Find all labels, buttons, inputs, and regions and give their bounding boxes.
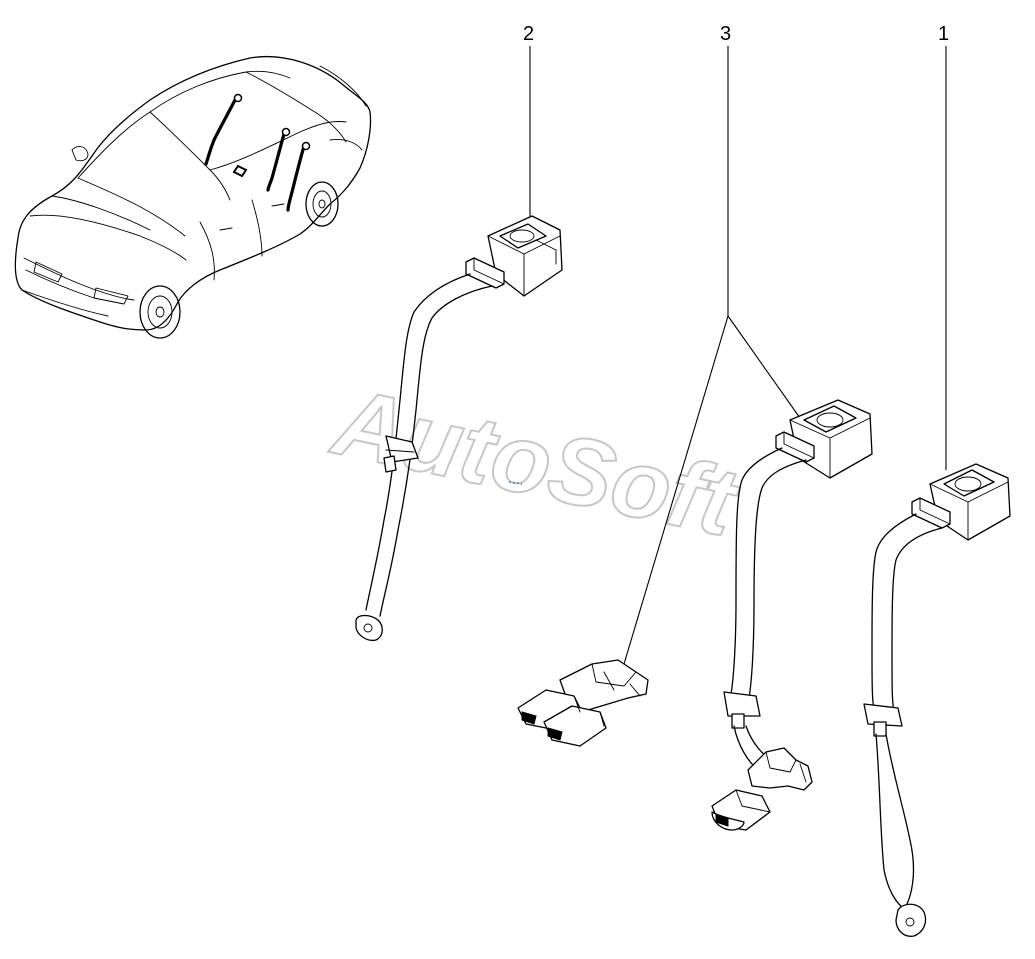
callout-label-1: 1 xyxy=(938,23,949,45)
callout-2: 2 xyxy=(523,23,534,222)
seat-belt-retractor-icon xyxy=(465,215,563,297)
callout-3: 3 xyxy=(623,23,801,665)
seat-belt-retractor-icon xyxy=(775,399,873,479)
seat-belt-part-2 xyxy=(355,215,563,642)
callout-label-3: 3 xyxy=(720,23,731,45)
seat-belt-part-3 xyxy=(711,399,873,831)
seat-belt-buckle-icon xyxy=(711,789,771,831)
seat-belt-retractor-icon xyxy=(911,463,1011,541)
leader-line-3b xyxy=(623,315,729,665)
callout-label-2: 2 xyxy=(523,23,534,45)
seat-belt-part-1 xyxy=(863,463,1011,937)
seat-belt-buckle-double xyxy=(517,659,649,747)
leader-line-3a xyxy=(727,315,801,419)
car-overview-icon xyxy=(14,55,372,339)
seat-belt-buckle-icon xyxy=(517,689,607,747)
callout-1: 1 xyxy=(938,23,949,470)
